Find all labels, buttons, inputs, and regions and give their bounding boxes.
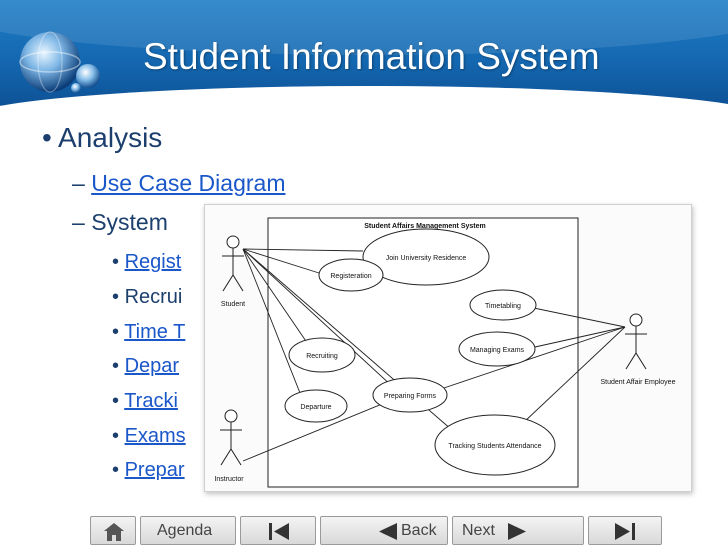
- back-arrow-icon: [379, 523, 397, 540]
- system-title: Student Affairs Management System: [364, 223, 486, 230]
- use-case-departure: [284, 389, 348, 423]
- use-case-timetabling: [469, 289, 537, 321]
- sub-bullet-use-case[interactable]: – Use Case Diagram: [72, 170, 286, 196]
- assoc-instructor-preparing: [242, 401, 388, 462]
- use-case-registration: [318, 258, 384, 292]
- item-timetabling-link[interactable]: Time T: [124, 321, 186, 343]
- use-case-tracking-label: Tracking Students Attendance: [448, 443, 541, 450]
- assoc-student-recruiting: [242, 248, 311, 348]
- banner-sheen: [0, 0, 728, 55]
- list-item[interactable]: • Depar: [112, 355, 180, 377]
- first-slide-button[interactable]: [240, 516, 316, 545]
- use-case-tracking: [434, 414, 556, 476]
- use-case-join: [362, 228, 490, 286]
- item-exams-link[interactable]: Exams: [124, 425, 186, 447]
- last-slide-button[interactable]: [588, 516, 662, 545]
- use-case-managing-exams: [458, 331, 536, 367]
- list-item[interactable]: • Time T: [112, 321, 186, 343]
- use-case-recruiting: [288, 337, 356, 373]
- next-arrow-icon: [508, 523, 526, 540]
- next-label: Next: [462, 522, 495, 539]
- use-case-preparing-forms: [372, 377, 448, 413]
- back-label: Back: [401, 522, 437, 539]
- assoc-student-preparing: [242, 248, 394, 388]
- sub-bullet-system: – System: [72, 209, 168, 235]
- use-case-recruiting-label: Recruiting: [306, 353, 338, 360]
- assoc-student-join: [242, 248, 364, 252]
- use-case-departure-label: Departure: [300, 404, 331, 411]
- system-label: System: [91, 209, 168, 235]
- item-preparing-link[interactable]: Prepar: [124, 459, 185, 481]
- home-button[interactable]: [90, 516, 136, 545]
- list-item: • Recrui: [112, 286, 183, 308]
- use-case-managing-exams-label: Managing Exams: [470, 347, 525, 354]
- use-case-join-label: Join University Residence: [386, 255, 467, 262]
- item-departure-link[interactable]: Depar: [124, 355, 180, 377]
- use-case-diagram-canvas: Student Affairs Management System: [214, 217, 676, 488]
- actor-student-label: Student: [221, 301, 245, 308]
- navigation-bar: Agenda Back Next: [0, 512, 728, 546]
- actor-student: [222, 235, 244, 292]
- assoc-student-departure: [242, 248, 301, 394]
- use-case-registration-label: Registeration: [330, 273, 371, 280]
- assoc-employee-preparing: [434, 326, 626, 392]
- title-banner: [0, 0, 728, 112]
- globe-logo-icon: [19, 31, 100, 93]
- use-case-labels: Join University Residence Registeration …: [300, 255, 541, 450]
- item-tracking-link[interactable]: Tracki: [124, 390, 178, 412]
- back-button[interactable]: Back: [320, 516, 448, 545]
- assoc-employee-tracking: [522, 326, 626, 424]
- item-registration-link[interactable]: Regist: [124, 251, 182, 273]
- assoc-employee-managing: [534, 326, 626, 348]
- use-case-diagram-link[interactable]: Use Case Diagram: [91, 170, 286, 196]
- skip-forward-icon: [615, 523, 635, 540]
- actor-instructor-label: Instructor: [214, 476, 244, 483]
- use-cases: [284, 228, 556, 476]
- list-item[interactable]: • Regist: [112, 251, 182, 273]
- list-item[interactable]: • Prepar: [112, 459, 185, 481]
- actor-employee: [625, 313, 647, 370]
- item-recruiting-label: Recrui: [124, 286, 183, 308]
- use-case-preparing-forms-label: Preparing Forms: [384, 393, 437, 400]
- agenda-button[interactable]: Agenda: [140, 516, 236, 545]
- next-button[interactable]: Next: [452, 516, 584, 545]
- use-case-diagram: Student Affairs Management System: [204, 204, 692, 492]
- list-item[interactable]: • Exams: [112, 425, 186, 447]
- list-item[interactable]: • Tracki: [112, 390, 178, 412]
- bullet-analysis-label: Analysis: [58, 122, 163, 153]
- actor-instructor: [220, 409, 242, 466]
- agenda-label: Agenda: [157, 522, 213, 539]
- actor-employee-label: Student Affair Employee: [601, 379, 676, 386]
- home-icon: [104, 523, 124, 541]
- use-case-timetabling-label: Timetabling: [485, 303, 521, 310]
- bullet-analysis: • Analysis: [42, 122, 163, 153]
- assoc-student-registration: [242, 248, 320, 274]
- page-title: Student Information System: [143, 36, 600, 77]
- skip-back-icon: [269, 523, 289, 540]
